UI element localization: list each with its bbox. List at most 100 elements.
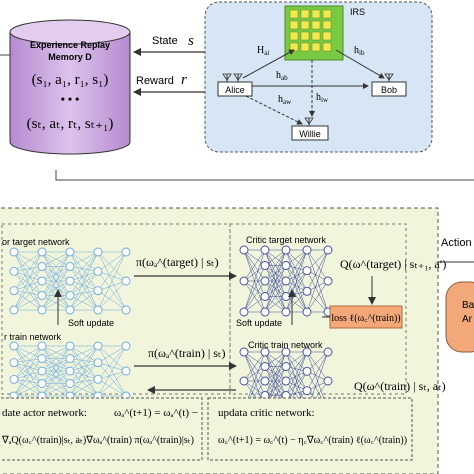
q-train-text: Q(ω^(train) | sₜ, aₜ) [354,379,446,393]
network-node [323,245,333,255]
soft-update-right: Soft update [236,318,282,328]
network-edge [306,249,329,271]
network-edge [306,249,329,313]
network-node [281,292,291,301]
critic-group-frame [229,223,407,395]
network-edge [97,280,127,291]
right-module-box [445,281,474,353]
network-edge [69,345,99,397]
network-edge [69,280,99,291]
network-edge [13,358,43,380]
network-node [302,307,312,317]
critic-update-title: updata critic network: [218,407,315,419]
network-edge [69,345,99,359]
state-symbol: s [188,33,194,49]
network-edge [13,266,43,272]
network-edge [97,362,127,397]
network-edge [41,383,71,397]
memory-ellipsis: • • • [61,92,80,106]
feedback-line [55,170,474,181]
network-node [121,247,131,257]
network-edge [13,345,43,363]
pi-target-text: π(ωₐ^(target) | sₜ) [136,255,219,269]
network-edge [41,358,71,397]
network-edge [69,362,99,384]
network-edge [306,280,329,313]
network-node [37,247,47,257]
network-node [65,379,75,388]
environment-panel: IRS Alice Bob Willie Hai hib hab haw [204,1,433,153]
network-node [260,376,270,386]
alice-label: Alice [225,85,245,95]
network-edge [69,370,99,380]
network-edge [69,251,99,311]
network-edge [69,345,99,372]
network-edge [264,351,287,382]
network-node [9,374,19,384]
network-edge [69,271,99,282]
network-edge [41,266,71,311]
network-node [260,307,270,317]
network-edge [13,379,43,397]
agent-panel: Action Ba Ar or target network r train n… [0,207,474,474]
network-edge [264,351,287,396]
network-node [9,341,19,351]
network-edge [306,291,329,313]
network-edge [13,251,43,267]
network-edge [285,366,308,391]
network-edge [13,370,43,380]
network-node [302,266,312,276]
network-node [121,276,131,286]
network-edge [13,362,43,384]
network-edge [69,383,99,397]
network-edge [69,379,99,397]
h-iw-label: hiw [316,92,329,104]
network-edge [69,345,99,363]
network-edge [69,251,99,296]
actor-update-box [0,397,203,461]
network-edge [69,251,99,282]
network-edge [41,345,71,384]
network-node [9,358,19,368]
network-node [302,245,312,255]
network-edge [97,271,127,311]
network-node [121,305,131,315]
network-edge [97,345,127,380]
pi-train-text: π(ωₐ^(train) | sₜ) [148,346,225,360]
network-edge [41,345,71,397]
network-edge [285,249,308,313]
network-node [93,266,103,276]
network-node [65,291,75,300]
network-node [281,261,291,270]
network-edge [285,265,308,313]
network-edge [13,383,43,397]
network-edge [13,251,43,311]
network-edge [306,249,329,292]
network-edge [97,362,127,372]
network-node [65,247,75,257]
network-edge [13,271,43,282]
network-edge [97,271,127,282]
network-node [37,276,47,286]
network-edge [69,266,99,291]
network-edge [13,251,43,272]
network-edge [13,345,43,359]
network-node [9,247,19,257]
h-aw-label: haw [278,94,292,106]
network-node [281,307,291,317]
network-edge [13,280,43,291]
network-edge [13,280,43,311]
actor-target-label: or target network [2,237,70,247]
network-edge [13,345,43,380]
network-node [37,354,47,363]
network-edge [243,280,266,313]
action-label: Action [441,237,472,249]
network-node [239,307,249,317]
willie-node: Willie [291,117,329,141]
network-node [281,376,291,386]
network-edge [285,280,308,313]
network-node [65,366,75,376]
network-node [37,341,47,351]
network-edge [69,251,99,272]
